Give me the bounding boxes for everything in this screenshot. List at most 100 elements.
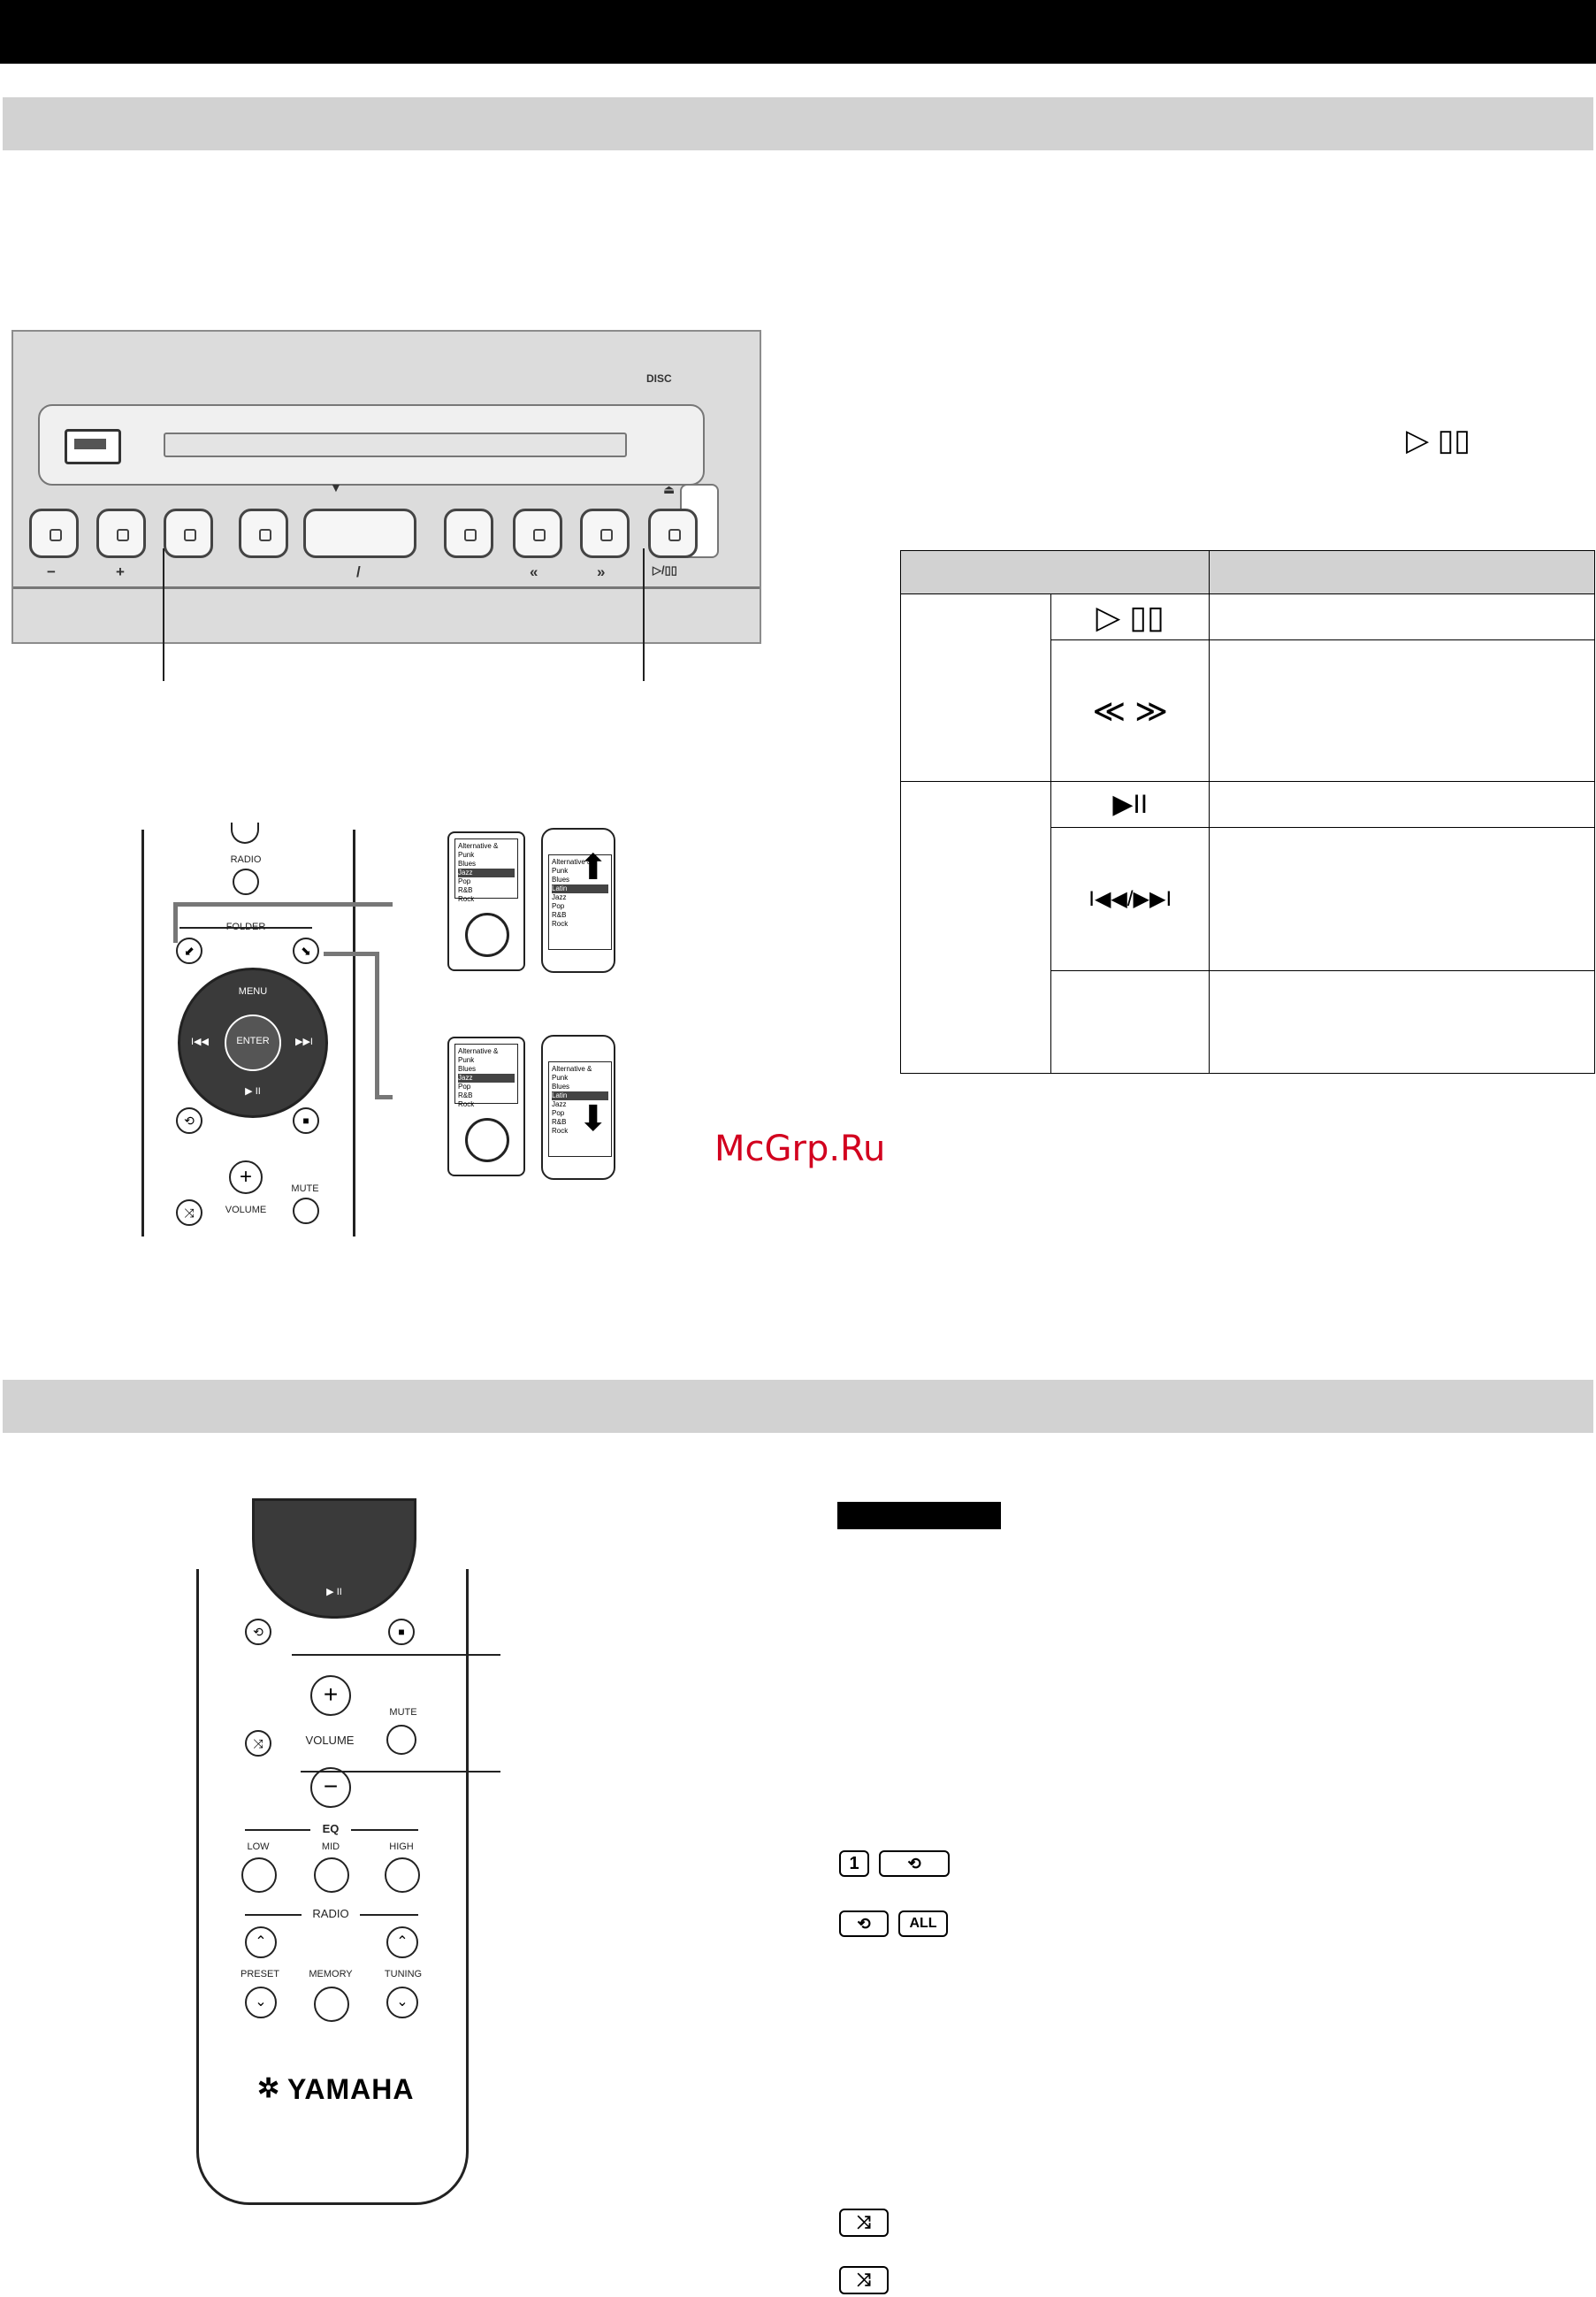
table-row-desc [1209,639,1595,782]
disc-tray [38,404,719,558]
callout-repeat [292,1654,500,1656]
panel-label-plus: + [116,563,125,580]
table-group-1 [899,593,1052,782]
slot-arrow-icon: ▼ [330,480,342,494]
front-panel-illustration: DISC ▼ ⏏ − + / « » ▷/▯▯ [11,330,761,644]
preset-label: PRESET [240,1969,279,1979]
folder-up-button[interactable]: ⬊ [293,938,319,964]
play-pause-label-bottom: ▶ II [326,1587,342,1597]
table-group-2 [899,781,1052,1074]
mute-button-bottom[interactable] [386,1725,416,1755]
table-row-desc [1209,781,1595,828]
panel-button-rewind[interactable] [513,509,562,558]
enter-button[interactable]: ENTER [225,1015,281,1071]
high-label: HIGH [389,1841,414,1852]
click-wheel-icon [465,1118,509,1162]
top-header-bar [0,0,1596,64]
remote-top-button[interactable] [231,823,259,844]
tuning-up-button[interactable]: ⌃ [386,1926,418,1958]
panel-button-4[interactable] [239,509,288,558]
stop-button-bottom[interactable]: ■ [388,1619,415,1645]
disc-logo: DISC [646,372,672,385]
volume-up-button-bottom[interactable]: + [310,1675,351,1716]
play-pause-label: ▶ II [245,1086,261,1097]
mute-button[interactable] [293,1198,319,1224]
swipe-down-arrow-icon: ⬇ [578,1099,608,1138]
table-row-desc [1209,827,1595,971]
menu-label: MENU [238,986,268,997]
remote-illustration-bottom: ▶ II ⟲ ■ + MUTE ⤨ VOLUME − EQ LOW MID HI… [196,1498,469,2205]
connector-1a [173,902,178,943]
connector-2b [375,952,379,1097]
repeat-icon: ⟲ [839,1910,889,1937]
stop-button[interactable]: ■ [293,1107,319,1134]
note-tag [837,1502,1001,1529]
panel-label-minus: − [47,563,56,580]
table-header-2 [1209,550,1595,594]
panel-label-slash: / [356,563,361,580]
remote-wheel-bottom[interactable]: ▶ II [252,1498,416,1619]
panel-label-rewind: « [530,563,538,580]
memory-button[interactable] [314,1987,349,2022]
remote-radio-button[interactable] [233,869,259,895]
panel-button-6[interactable] [444,509,493,558]
table-row-desc [1209,970,1595,1074]
panel-button-minus[interactable] [29,509,79,558]
remote-control-wheel[interactable]: MENU ENTER I◀◀ ▶▶I ▶ II [178,968,328,1118]
volume-up-button[interactable]: + [229,1160,263,1194]
callout-shuffle [301,1771,500,1773]
repeat-one-icon: 1 [839,1850,869,1877]
disc-slot [164,433,627,457]
connector-2a [324,952,378,956]
shuffle-button-bottom[interactable]: ⤨ [245,1730,271,1757]
shuffle-icon-1: ⤨ [839,2209,889,2237]
usb-port-icon [65,429,121,464]
panel-label-forward: » [597,563,606,580]
mute-label-bottom: MUTE [389,1707,417,1718]
repeat-all-icon: ALL [898,1910,948,1937]
repeat-button-bottom[interactable]: ⟲ [245,1619,271,1645]
preset-up-button[interactable]: ⌃ [245,1926,277,1958]
folder-line [179,927,312,929]
shuffle-button[interactable]: ⤨ [176,1199,202,1226]
prev-label: I◀◀ [191,1037,209,1047]
eq-label: EQ [310,1822,351,1835]
connector-1b [173,902,393,907]
yamaha-logo-icon: ✲ [257,2074,280,2103]
table-row-symbol: ▶II [1050,781,1210,828]
panel-button-forward[interactable] [580,509,630,558]
repeat-button[interactable]: ⟲ [176,1107,202,1134]
table-header-1 [899,550,1210,594]
watermark: McGrp.Ru [714,1129,886,1169]
panel-button-plus[interactable] [96,509,146,558]
volume-label-bottom: VOLUME [305,1734,355,1747]
eq-mid-button[interactable] [314,1857,349,1893]
shuffle-icon-2: ⤨ [839,2266,889,2294]
table-row-symbol: I◀◀/▶▶I [1050,827,1210,971]
tuning-down-button[interactable]: ⌄ [386,1987,418,2018]
eq-high-button[interactable] [385,1857,420,1893]
enter-label: ENTER [236,1036,270,1046]
operations-table: ▷ ▯▯ ≪ ≫ ▶II I◀◀/▶▶I [899,550,1595,1074]
panel-button-play-pause[interactable] [648,509,698,558]
panel-button-3[interactable] [164,509,213,558]
radio-label-bottom: RADIO [302,1907,360,1920]
volume-label: VOLUME [225,1205,267,1215]
repeat-icon: ⟲ [879,1850,950,1877]
volume-down-button-bottom[interactable]: − [310,1767,351,1808]
panel-button-wide[interactable] [303,509,416,558]
folder-down-button[interactable]: ⬋ [176,938,202,964]
table-row-symbol: ▷ ▯▯ [1050,593,1210,640]
section-band-2 [3,1380,1593,1433]
eq-low-button[interactable] [241,1857,277,1893]
preset-down-button[interactable]: ⌄ [245,1987,277,2018]
remote-illustration-top: RADIO FOLDER ⬋ ⬊ MENU ENTER I◀◀ ▶▶I ▶ II… [141,823,355,1237]
click-wheel-icon [465,913,509,957]
